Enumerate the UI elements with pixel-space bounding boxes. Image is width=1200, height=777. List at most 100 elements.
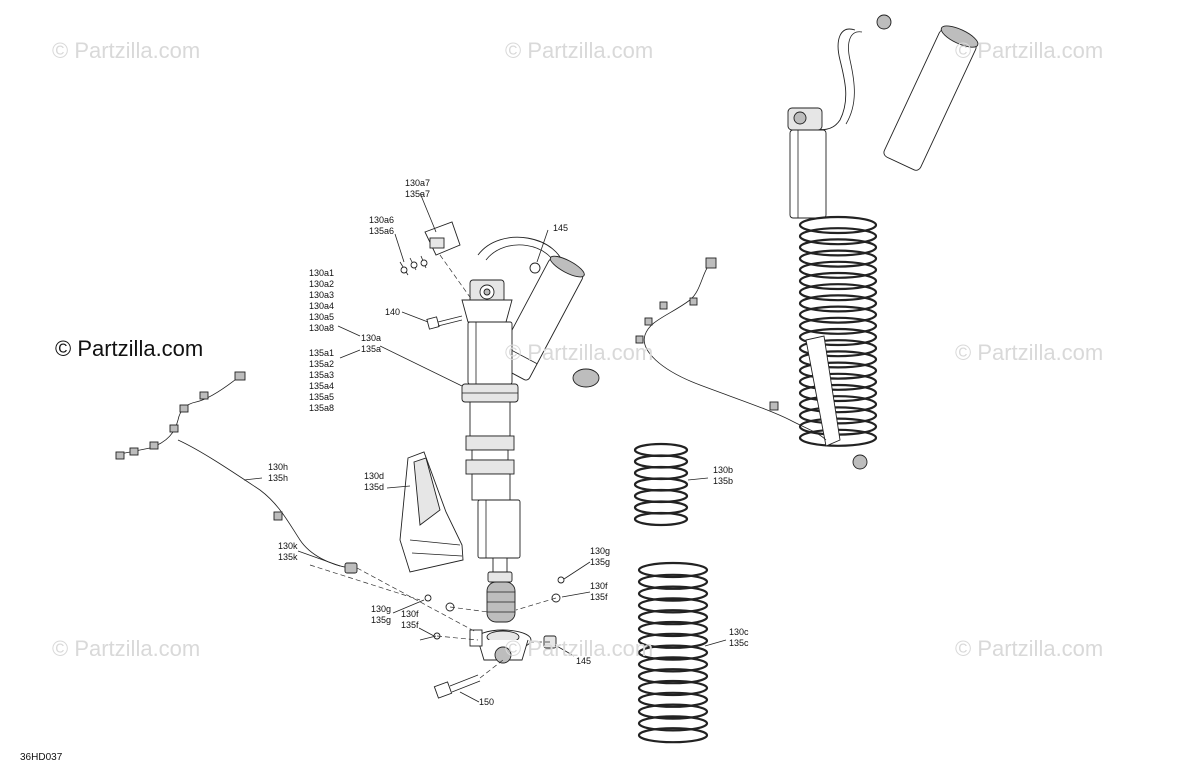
callout-line: 145 <box>553 223 569 233</box>
spring-coil <box>798 271 878 291</box>
spring-coil <box>637 727 709 744</box>
callout-line: 135a4 <box>309 381 335 391</box>
spring-coil <box>637 644 709 661</box>
assembled-shock-right <box>787 14 979 470</box>
callout-line: 130f <box>590 581 608 591</box>
spring-coil <box>798 406 878 425</box>
spring-coil <box>798 215 878 235</box>
spring-coil <box>798 316 878 335</box>
spring-coil <box>637 632 709 649</box>
callout-line: 130c <box>729 627 749 637</box>
callout-line: 140 <box>385 307 401 317</box>
callout-line: 135a <box>361 344 382 354</box>
spring-coil <box>798 361 878 380</box>
callout-140: 140 <box>385 307 400 318</box>
watermark: © Partzilla.com <box>52 38 201 63</box>
callout-line: 135a1 <box>309 348 335 358</box>
spring-coil <box>798 327 878 347</box>
spring-coil <box>798 283 878 302</box>
watermark: © Partzilla.com <box>955 636 1104 661</box>
spring-coil <box>633 488 689 504</box>
spring-coil <box>633 465 689 481</box>
wiring-harness-130h <box>115 371 477 633</box>
callout-line: 130a7 <box>405 178 431 188</box>
callout-line: 150 <box>479 697 495 707</box>
spring-coil <box>798 249 878 268</box>
callout-line: 130b <box>713 465 734 475</box>
spring-coil <box>637 620 709 638</box>
spring-coil <box>637 561 709 579</box>
watermark: © Partzilla.com <box>505 636 654 661</box>
spring-coil <box>633 442 689 458</box>
callout-line: 135g <box>590 557 611 567</box>
callout-145-top: 145 <box>553 223 568 234</box>
callout-line: 135b <box>713 476 734 486</box>
spring-130c <box>637 561 709 744</box>
spring-coil <box>637 609 709 626</box>
watermark: © Partzilla.com <box>505 38 654 63</box>
spring-coil <box>637 668 709 685</box>
callout-line: 130a8 <box>309 323 335 333</box>
spring-coil <box>637 679 709 697</box>
spring-coil <box>637 656 709 673</box>
callout-line: 135a2 <box>309 359 335 369</box>
spring-coil <box>798 260 878 279</box>
spring-coil <box>798 227 878 246</box>
watermark-main: © Partzilla.com <box>55 336 204 361</box>
callout-line: 130g <box>371 604 392 614</box>
sensor-wire-right <box>635 257 827 441</box>
spring-coil <box>637 597 709 614</box>
callout-line: 130k <box>278 541 298 551</box>
spring-130b <box>633 442 689 527</box>
callout-line: 135a6 <box>369 226 395 236</box>
callout-line: 135g <box>371 615 392 625</box>
watermark: © Partzilla.com <box>955 340 1104 365</box>
callout-line: 130d <box>364 471 385 481</box>
callout-line: 135c <box>729 638 749 648</box>
callout-line: 130a4 <box>309 301 335 311</box>
callout-line: 135a3 <box>309 370 335 380</box>
callout-line: 130a <box>361 333 382 343</box>
spring-coil <box>633 511 689 527</box>
spring-coil <box>798 339 878 358</box>
spring-coil <box>798 305 878 324</box>
callout-line: 135f <box>401 620 419 630</box>
sensor-bracket-130a7 <box>399 221 473 301</box>
callout-line: 130a1 <box>309 268 335 278</box>
callout-line: 135h <box>268 473 289 483</box>
center-shock-assembly <box>461 236 600 664</box>
callout-line: 130h <box>268 462 289 472</box>
spring-coil <box>637 585 709 602</box>
callout-line: 135a7 <box>405 189 431 199</box>
watermark: © Partzilla.com <box>955 38 1104 63</box>
callout-line: 135a5 <box>309 392 335 402</box>
spring-coil <box>633 477 689 492</box>
callout-145-bottom: 145 <box>576 656 591 667</box>
spring-coil <box>637 691 709 708</box>
callout-line: 130f <box>401 609 419 619</box>
spring-coil <box>798 238 878 257</box>
callout-line: 130a5 <box>309 312 335 322</box>
callout-150: 150 <box>479 697 494 708</box>
spring-coil <box>798 350 878 369</box>
watermark: © Partzilla.com <box>505 340 654 365</box>
nut-145-top <box>529 262 541 274</box>
spring-coil <box>798 294 878 313</box>
callout-line: 130a3 <box>309 290 335 300</box>
spring-coil <box>637 703 709 720</box>
callout-line: 130g <box>590 546 611 556</box>
drawing-id: 36HD037 <box>20 752 63 763</box>
